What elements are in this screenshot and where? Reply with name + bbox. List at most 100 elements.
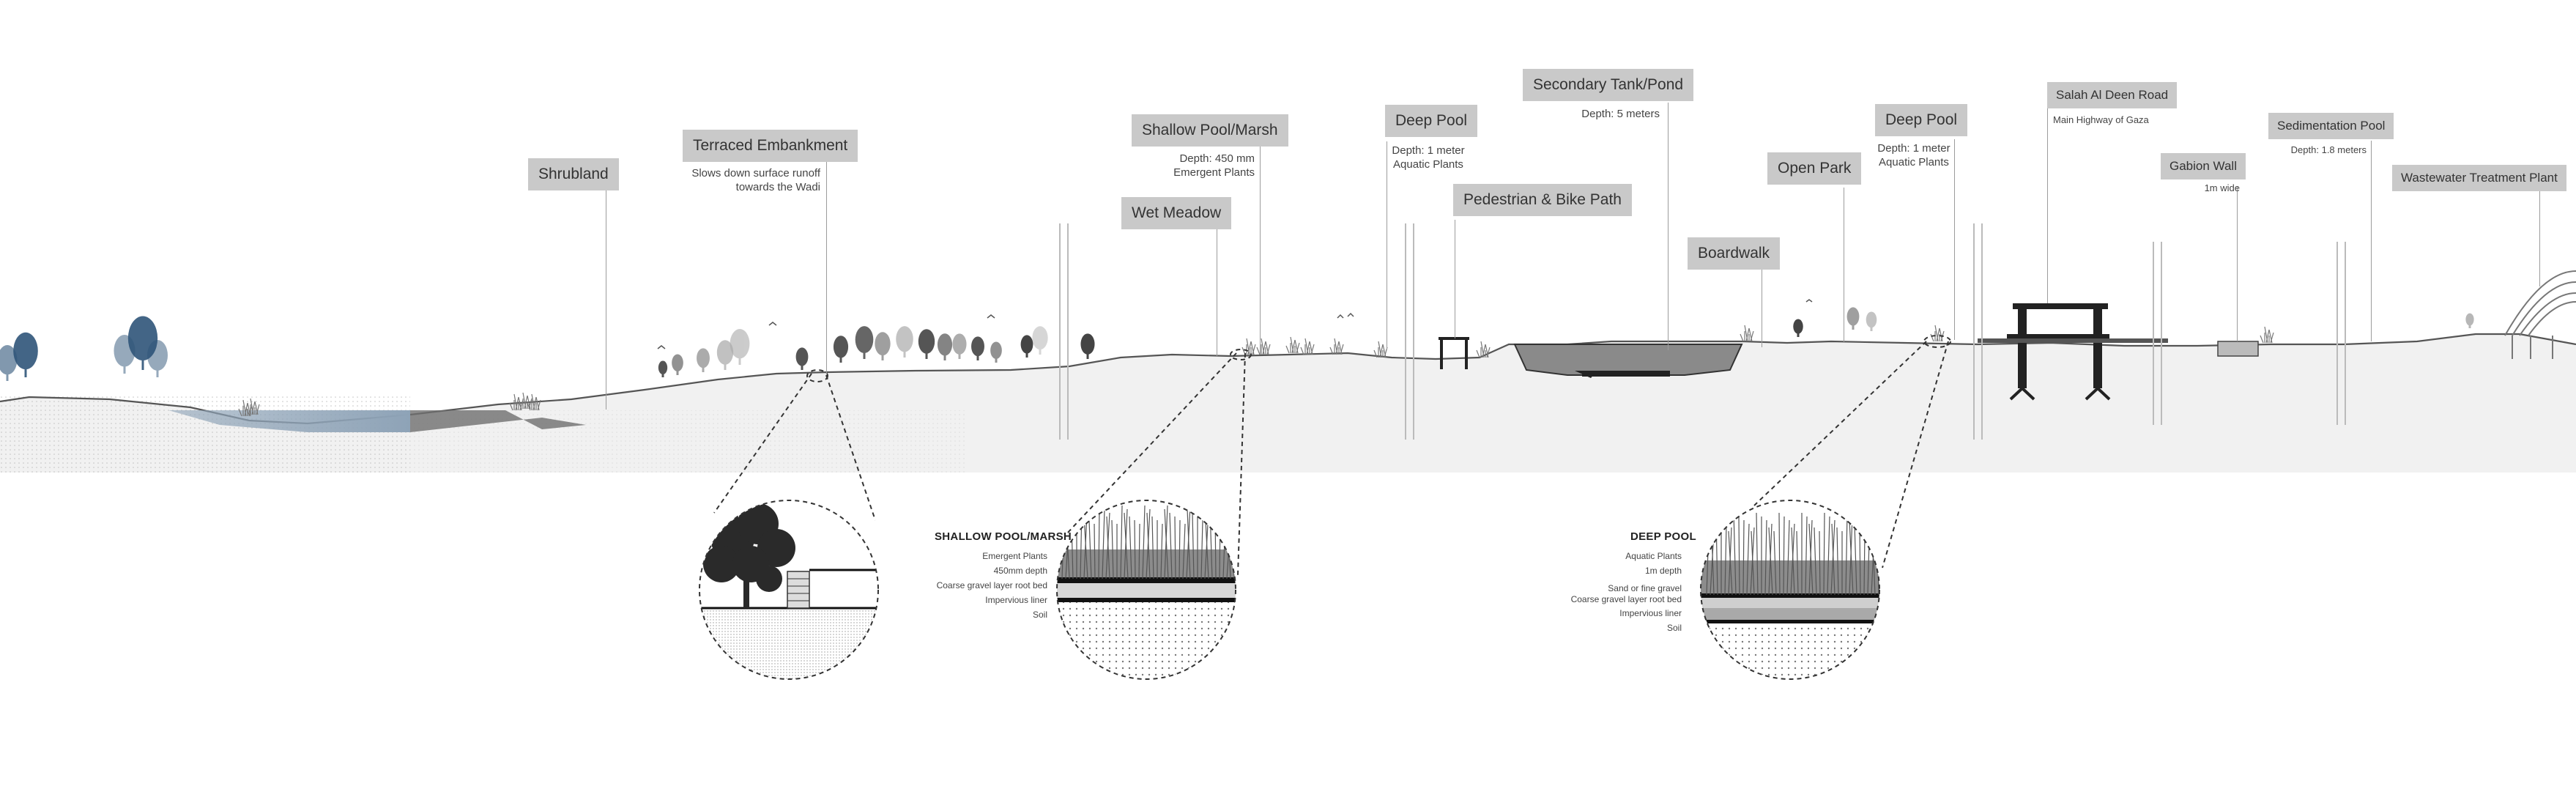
grass-blade <box>1335 341 1340 355</box>
reed <box>1178 519 1181 579</box>
grass-blade <box>2268 329 2273 344</box>
grass-blade <box>1476 349 1480 358</box>
reed <box>1791 527 1795 596</box>
tree <box>952 333 967 359</box>
layer-label: Soil <box>1032 610 1047 620</box>
reed <box>1124 512 1129 579</box>
grass-blade <box>1373 349 1378 358</box>
grass-blade <box>531 393 535 411</box>
grass-blade <box>509 402 513 411</box>
section-break-lines <box>1059 223 2346 440</box>
tree <box>875 332 891 360</box>
reed <box>1724 523 1727 596</box>
reed <box>1164 508 1169 579</box>
note-sedimentation-pool: Depth: 1.8 meters <box>2290 144 2367 155</box>
reed <box>1768 527 1773 596</box>
tree <box>697 348 710 372</box>
note-gabion-wall: 1m wide <box>2204 182 2240 193</box>
tree <box>0 345 18 381</box>
label-open-park: Open Park <box>1767 152 1862 185</box>
reed <box>1160 523 1163 579</box>
grass-blade <box>1250 341 1255 355</box>
note-shallow-pool-marsh: Depth: 450 mm Emergent Plants <box>1173 152 1255 179</box>
grass-blade <box>1382 344 1387 358</box>
detail-layers-deep: Aquatic Plants 1m depth Sand or fine gra… <box>1553 551 1682 633</box>
reed <box>1845 512 1848 596</box>
grasses <box>238 325 2274 417</box>
grass-blade <box>1266 344 1271 355</box>
grass-blade <box>1930 333 1934 342</box>
grass-blade <box>524 395 528 410</box>
grass-blade <box>1265 341 1269 355</box>
grass-blade <box>1934 325 1939 342</box>
grass-blade <box>1256 347 1261 355</box>
tree <box>1080 333 1095 359</box>
label-shrubland: Shrubland <box>528 158 619 190</box>
layer-label: Impervious liner <box>985 595 1047 605</box>
grass-blade <box>1304 338 1309 355</box>
grass-blade <box>1306 341 1310 355</box>
label-secondary-tank-pond: Secondary Tank/Pond <box>1523 69 1694 101</box>
detail-title-deep: DEEP POOL <box>1630 530 1696 543</box>
layer-label: Sand or fine gravel <box>1608 583 1682 593</box>
reed <box>1778 512 1781 596</box>
grass-blade <box>1334 338 1338 355</box>
grass-blade <box>1285 345 1290 354</box>
tree <box>1846 307 1860 330</box>
label-boardwalk: Boardwalk <box>1688 237 1781 270</box>
grass-blade <box>1262 341 1266 355</box>
grass-blade <box>515 396 519 411</box>
reed <box>1827 516 1830 596</box>
label-wastewater-treatment-plant: Wastewater Treatment Plant <box>2392 165 2566 191</box>
grass-blade <box>1247 341 1252 355</box>
reed <box>1204 523 1209 579</box>
reed <box>1733 512 1737 596</box>
grass-blade <box>1936 327 1940 342</box>
tree <box>13 332 38 377</box>
label-deep-pool-1: Deep Pool <box>1385 105 1478 137</box>
grass-blade <box>242 399 247 417</box>
tree <box>1866 311 1877 331</box>
reed <box>1182 523 1186 579</box>
grass-blade <box>527 402 531 411</box>
grass-blade <box>1329 347 1334 355</box>
grass-blade <box>1379 344 1384 358</box>
grass-blade <box>532 396 537 411</box>
label-pedestrian-bike-path: Pedestrian & Bike Path <box>1453 184 1632 216</box>
reed <box>1174 516 1176 579</box>
reed <box>1836 527 1839 596</box>
note-terraced-embankment: Slows down surface runoff towards the Wa… <box>691 167 820 193</box>
reed <box>1106 516 1110 579</box>
reed <box>1831 523 1836 596</box>
detail-circle-embankment <box>699 500 878 679</box>
reed <box>1169 512 1173 579</box>
reed <box>1138 523 1140 579</box>
reed <box>1083 516 1088 579</box>
grass-blade <box>1486 347 1491 358</box>
grass-blade <box>1378 341 1382 358</box>
layer-label: 1m depth <box>1644 566 1682 576</box>
reed <box>1094 523 1096 579</box>
label-terraced-embankment: Terraced Embankment <box>683 130 858 162</box>
tree <box>147 340 168 377</box>
detail-circle-deep <box>1701 500 1879 679</box>
grass-blade <box>256 404 260 415</box>
grass-blade <box>1939 327 1943 342</box>
tree <box>1793 319 1803 337</box>
reed <box>1808 523 1814 596</box>
grass-blade <box>518 401 522 410</box>
grass-blade <box>1291 339 1296 354</box>
reed <box>1796 530 1799 596</box>
reed <box>1187 508 1191 579</box>
grass-blade <box>1294 339 1299 354</box>
tree <box>896 326 913 358</box>
layer-label: Emergent Plants <box>982 551 1047 561</box>
grass-blade <box>1296 342 1300 354</box>
note-secondary-tank-pond: Depth: 5 meters <box>1581 108 1660 120</box>
road-overpass <box>2007 303 2111 401</box>
reed <box>1751 530 1755 596</box>
grass-blade <box>1290 336 1294 354</box>
reed <box>1728 530 1733 596</box>
grass-blade <box>238 408 242 417</box>
